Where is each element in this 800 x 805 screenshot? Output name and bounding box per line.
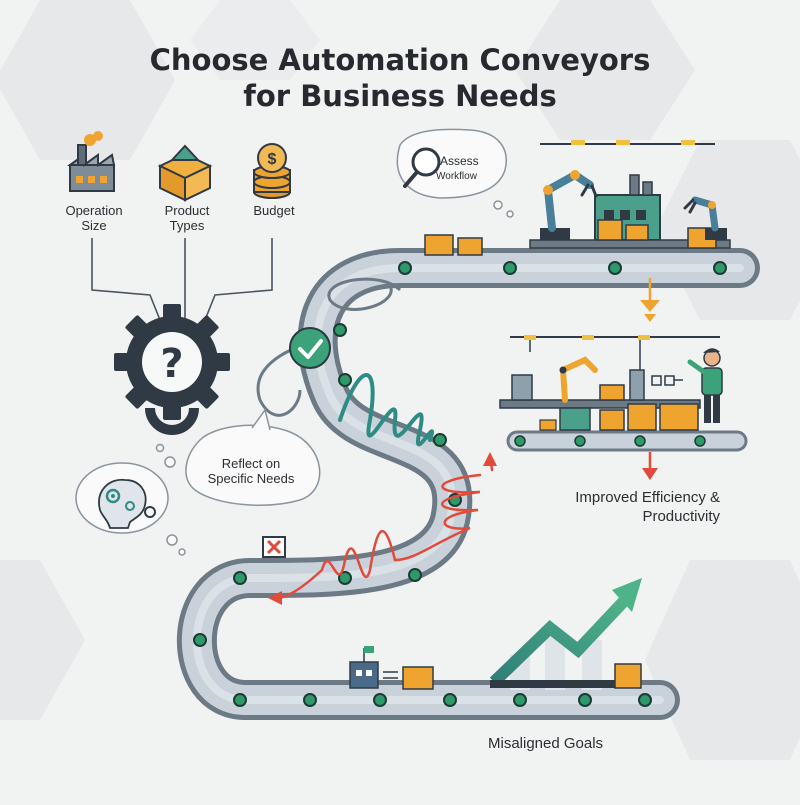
conveyor-rollers bbox=[193, 261, 727, 707]
red-down-arrow bbox=[642, 452, 658, 480]
factor-connectors bbox=[91, 238, 273, 321]
bottom-machine bbox=[349, 646, 398, 689]
reflect-bubble bbox=[185, 408, 321, 506]
robot-arm-icon bbox=[683, 196, 727, 240]
factor-label-product-types: Product Types bbox=[164, 203, 210, 233]
factory-icon bbox=[66, 131, 116, 192]
worker-icon bbox=[687, 348, 723, 423]
assess-workflow-label: Assess Workflow bbox=[436, 154, 479, 182]
orange-down-arrow bbox=[640, 278, 660, 322]
factor-label-budget: Budget bbox=[253, 203, 295, 218]
factor-label-operation-size: Operation Size bbox=[65, 203, 123, 233]
growth-arrow-icon bbox=[489, 578, 642, 690]
decorative-ribbon bbox=[256, 277, 402, 417]
misaligned-label: Misaligned Goals bbox=[488, 735, 604, 752]
title-line-1: Choose Automation Conveyors bbox=[149, 43, 651, 77]
red-arrowhead-up bbox=[483, 452, 497, 466]
product-box-icon bbox=[157, 144, 213, 202]
check-icon bbox=[289, 327, 331, 369]
gear-question-icon: ? bbox=[114, 304, 230, 435]
middle-production-line bbox=[499, 335, 748, 452]
title-line-2: for Business Needs bbox=[243, 79, 557, 113]
robot-arm-icon bbox=[540, 170, 598, 240]
page-title: Choose Automation Conveyors for Business… bbox=[0, 42, 800, 114]
improved-label: Improved Efficiency & Productivity bbox=[575, 489, 720, 525]
cross-icon bbox=[262, 536, 286, 558]
red-arrowhead-left bbox=[268, 591, 282, 605]
teal-spring bbox=[338, 373, 435, 447]
reflect-label: Reflect on Specific Needs bbox=[207, 456, 295, 486]
assess-bubble bbox=[396, 128, 514, 218]
brain-gear-icon bbox=[98, 478, 156, 529]
coin-stack-icon: $ bbox=[253, 143, 291, 199]
svg-text:?: ? bbox=[160, 341, 183, 387]
svg-text:$: $ bbox=[268, 151, 277, 168]
bottom-boxes bbox=[402, 663, 642, 690]
magnifier-icon bbox=[403, 147, 441, 188]
